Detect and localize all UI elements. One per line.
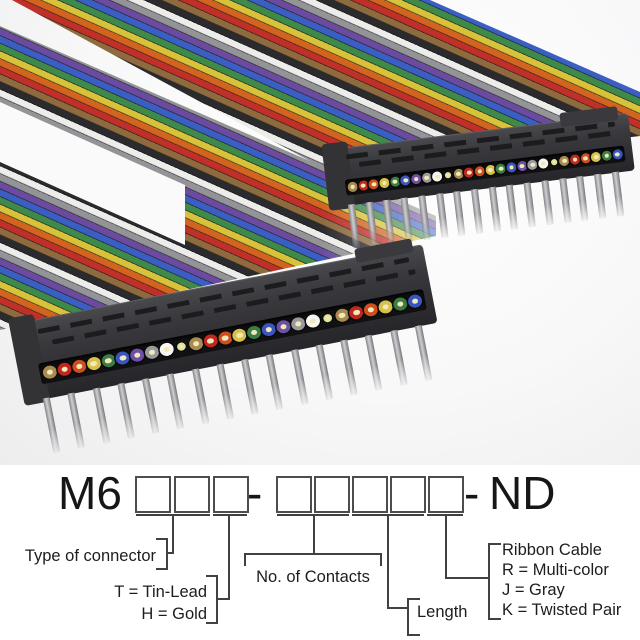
callout-type-of-connector: Type of connector: [24, 547, 156, 565]
callout-cable-legend: Ribbon Cable R = Multi-color J = Gray K …: [502, 540, 621, 620]
part-number-box: [135, 476, 171, 513]
callout-bracket: [244, 553, 382, 566]
callout-bracket: [488, 543, 501, 620]
part-number-box: [314, 476, 350, 513]
callout-plating-line2: H = Gold: [141, 605, 207, 623]
callout-line: [216, 598, 230, 600]
callout-line: [445, 514, 447, 578]
part-number-prefix: M6: [58, 467, 122, 519]
callout-line: [313, 514, 315, 554]
callout-cable-line4: K = Twisted Pair: [502, 601, 622, 619]
callout-bracket: [156, 538, 168, 570]
part-number-boxes-group1: [135, 476, 249, 513]
callout-line: [228, 514, 230, 599]
part-number-boxes-group2: [276, 476, 464, 513]
part-number-suffix: ND: [489, 467, 556, 519]
callout-cable-line1: Ribbon Cable: [502, 541, 602, 559]
callout-plating: T = Tin-Lead H = Gold: [100, 581, 207, 625]
part-number-box: [390, 476, 426, 513]
callout-line: [387, 607, 409, 609]
callout-plating-line1: T = Tin-Lead: [114, 583, 207, 601]
callout-line: [166, 552, 174, 554]
product-photo: [0, 0, 640, 465]
part-number-box: [213, 476, 249, 513]
callout-cable-line3: J = Gray: [502, 581, 565, 599]
callout-cable-line2: R = Multi-color: [502, 561, 609, 579]
callout-bracket: [407, 598, 420, 636]
part-number-box: [352, 476, 388, 513]
callout-line: [172, 514, 174, 554]
part-number-dash2: -: [464, 467, 480, 519]
callout-line: [213, 514, 247, 516]
part-number-box: [276, 476, 312, 513]
part-number-box: [428, 476, 464, 513]
callout-line: [445, 577, 490, 579]
callout-length: Length: [417, 603, 468, 621]
part-number-box: [174, 476, 210, 513]
callout-line: [387, 514, 389, 609]
callout-no-of-contacts: No. of Contacts: [256, 568, 370, 586]
part-number-dash1: -: [247, 467, 263, 519]
